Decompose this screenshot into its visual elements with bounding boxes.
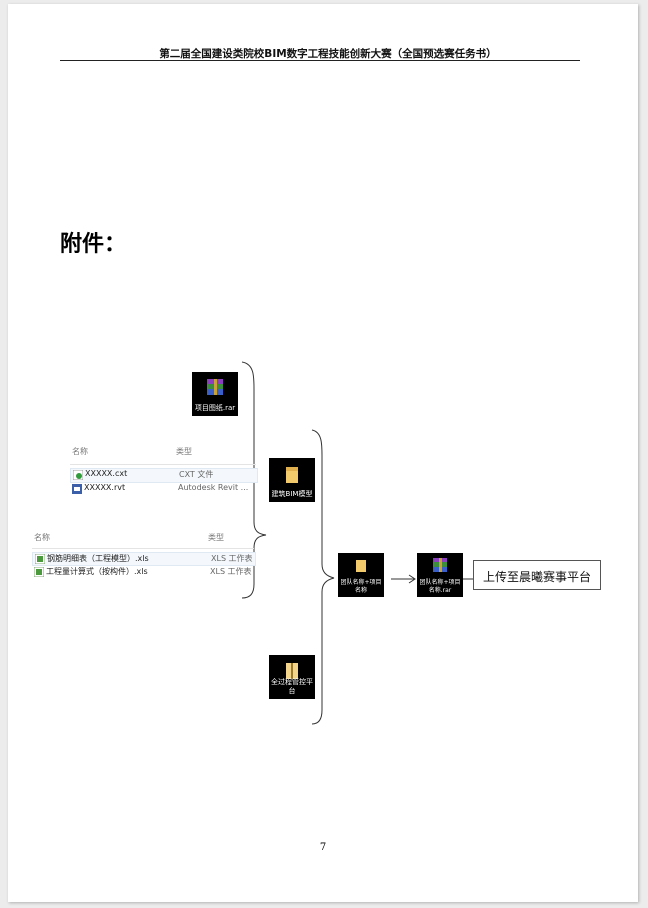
list2-row-type: XLS 工作表 (210, 567, 252, 576)
list2-row-type: XLS 工作表 (211, 554, 253, 563)
list1-row-name: XXXXX.cxt (85, 469, 128, 478)
xls-file-icon (35, 554, 45, 564)
list-item[interactable]: XXXXX.cxt CXT 文件 (70, 468, 258, 483)
xls-file-icon (34, 567, 44, 577)
team-rar-tile[interactable]: 团队名称+项目名称.rar (417, 553, 463, 597)
spreadsheet-file-list: 名称 类型 钢筋明细表（工程模型）.xls XLS 工作表 工程量计算式（按构件… (32, 532, 256, 580)
platform-folder-tile[interactable]: 全过程管控平台 (269, 655, 315, 699)
list1-row-type: Autodesk Revit ... (178, 483, 249, 492)
annex-heading: 附件： (60, 231, 127, 257)
list1-col-type: 类型 (176, 447, 192, 456)
cxt-file-icon (73, 470, 83, 480)
team-folder-tile[interactable]: 团队名称+项目名称 (338, 553, 384, 597)
header-rule (60, 60, 580, 61)
drawings-rar-label: 项目图纸.rar (194, 404, 236, 412)
list1-row-type: CXT 文件 (179, 470, 214, 479)
list1-divider (70, 464, 256, 465)
list2-row-name: 工程量计算式（按构件）.xls (46, 567, 148, 576)
arch-model-folder-tile[interactable]: 建筑BIM模型 (269, 458, 315, 502)
zipped-folder-icon (286, 663, 298, 679)
winrar-icon (207, 379, 223, 395)
team-rar-label: 团队名称+项目名称.rar (419, 579, 461, 594)
folder-icon (286, 467, 298, 483)
list1-row-name: XXXXX.rvt (84, 483, 126, 492)
page-header-title: 第二届全国建设类院校BIM数字工程技能创新大赛（全国预选赛任务书） (159, 48, 497, 60)
diagram-connectors (241, 361, 473, 725)
list1-col-name: 名称 (72, 447, 88, 456)
winrar-icon (433, 558, 447, 572)
document-page: 第二届全国建设类院校BIM数字工程技能创新大赛（全国预选赛任务书） 附件： 项目… (8, 4, 638, 902)
list2-col-type: 类型 (208, 533, 224, 542)
rvt-file-icon (72, 484, 82, 494)
upload-platform-label: 上传至晨曦赛事平台 (482, 570, 591, 584)
list2-row-name: 钢筋明细表（工程模型）.xls (47, 554, 149, 563)
page-number: 7 (319, 842, 327, 853)
platform-label: 全过程管控平台 (271, 678, 313, 695)
list-item[interactable]: XXXXX.rvt Autodesk Revit ... (70, 483, 256, 496)
arrow-head (408, 574, 416, 584)
list2-divider (32, 548, 254, 549)
team-folder-label: 团队名称+项目名称 (340, 579, 382, 594)
folder-icon (356, 560, 366, 572)
model-file-list: 名称 类型 XXXXX.cxt CXT 文件 XXXXX.rvt Autodes… (70, 446, 258, 498)
list-item[interactable]: 钢筋明细表（工程模型）.xls XLS 工作表 (32, 552, 256, 566)
list-item[interactable]: 工程量计算式（按构件）.xls XLS 工作表 (32, 566, 254, 578)
upload-platform-box: 上传至晨曦赛事平台 (473, 560, 601, 590)
list2-col-name: 名称 (34, 533, 50, 542)
drawings-rar-tile[interactable]: 项目图纸.rar (192, 372, 238, 416)
arch-model-label: 建筑BIM模型 (271, 490, 313, 498)
